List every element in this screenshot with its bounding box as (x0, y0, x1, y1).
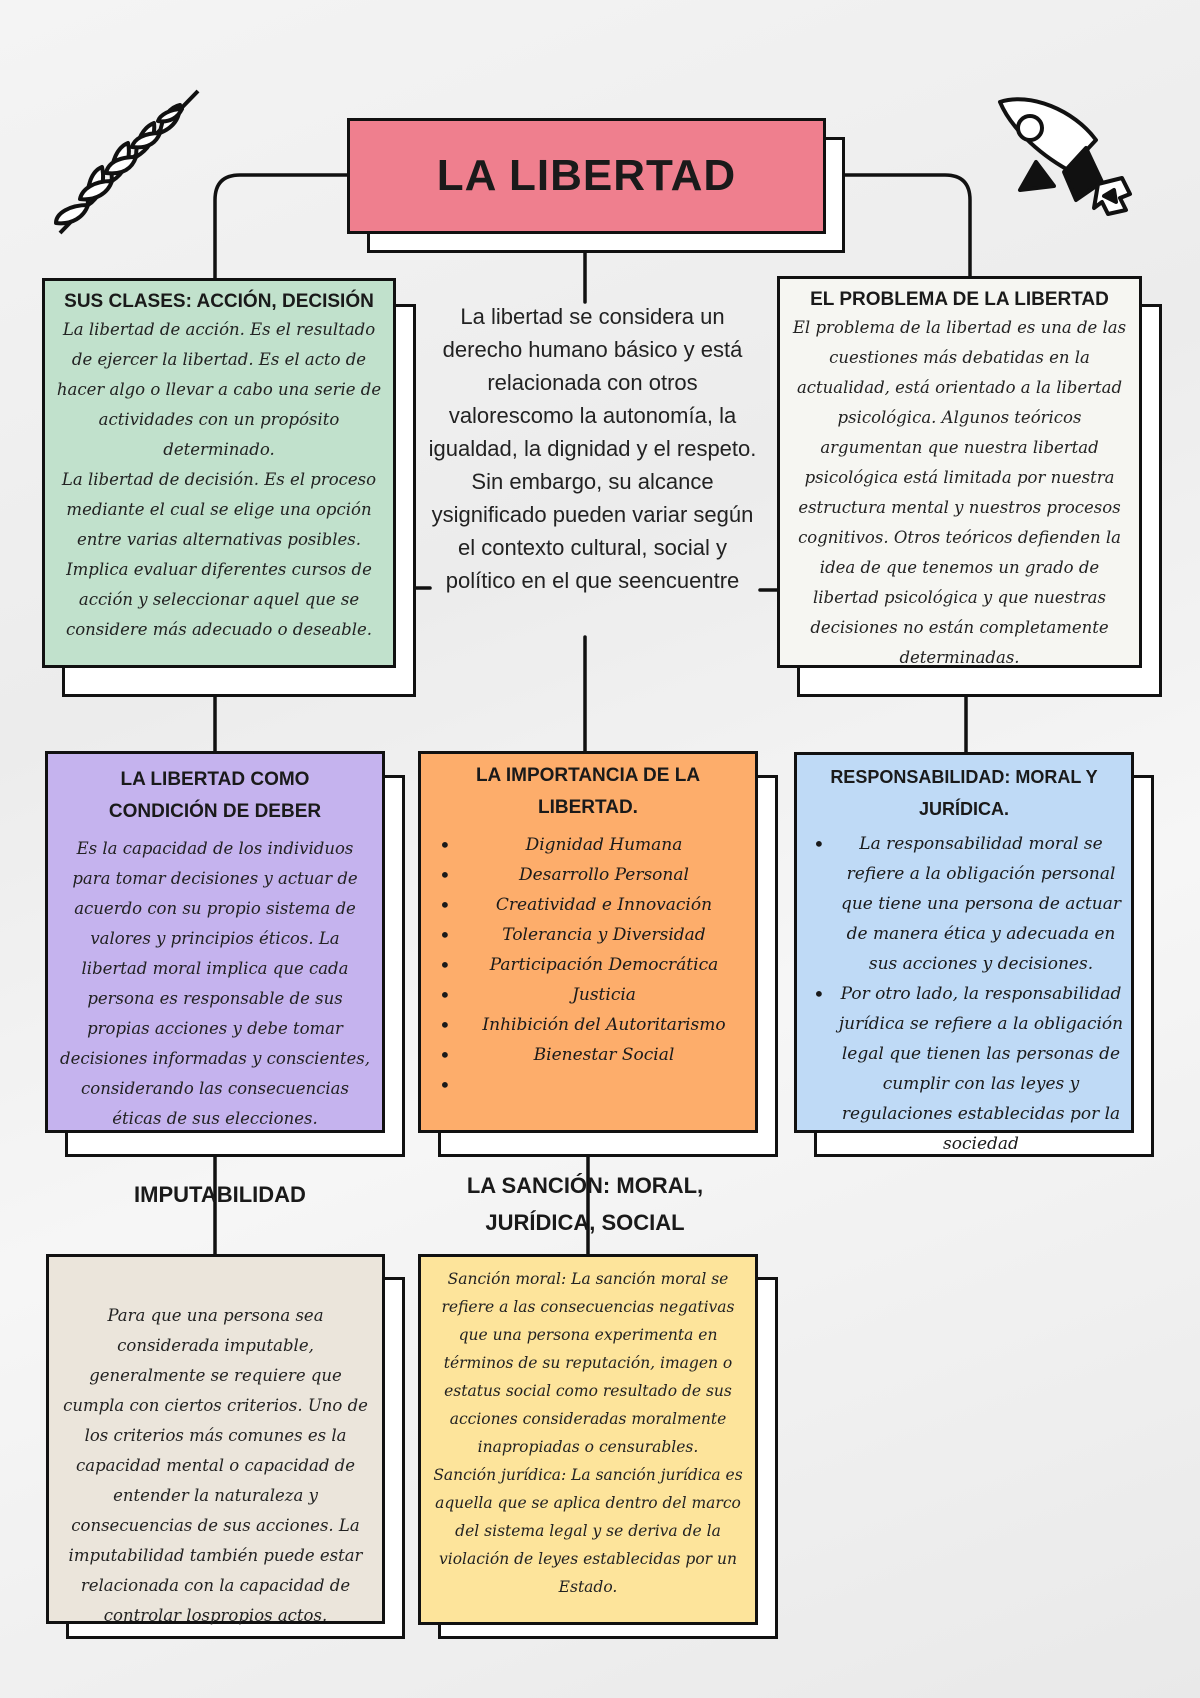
imputabilidad-body: Para que una persona sea considerada imp… (63, 1306, 368, 1625)
title-box: LA LIBERTAD (347, 118, 826, 234)
problema-body: El problema de la libertad es una de las… (792, 318, 1127, 667)
list-item: Bienestar Social (439, 1040, 745, 1070)
list-item: Creatividad e Innovación (439, 890, 745, 920)
sancion-card: Sanción moral: La sanción moral se refie… (418, 1254, 758, 1625)
list-item: Justicia (439, 980, 745, 1010)
intro-paragraph: La libertad se considera un derecho huma… (428, 304, 757, 593)
problema-card: EL PROBLEMA DE LA LIBERTAD El problema d… (777, 276, 1142, 668)
importancia-card: LA IMPORTANCIA DE LA LIBERTAD. Dignidad … (418, 751, 758, 1133)
intro-text: La libertad se considera un derecho huma… (425, 300, 760, 597)
clases-title: SUS CLASES: ACCIÓN, DECISIÓN (64, 291, 374, 312)
clases-card: SUS CLASES: ACCIÓN, DECISIÓN La libertad… (42, 278, 396, 668)
list-item: Inhibición del Autoritarismo (439, 1010, 745, 1040)
imputabilidad-heading: IMPUTABILIDAD (134, 1182, 306, 1207)
deber-body: Es la capacidad de los individuos para t… (60, 839, 370, 1128)
sancion-moral: Sanción moral: La sanción moral se refie… (441, 1270, 735, 1456)
list-item: Tolerancia y Diversidad (439, 920, 745, 950)
list-item: Por otro lado, la responsabilidad jurídi… (813, 979, 1125, 1159)
imputabilidad-label: IMPUTABILIDAD (105, 1176, 335, 1213)
deber-title: LA LIBERTAD COMO CONDICIÓN DE DEBER (108, 769, 322, 822)
list-item: La responsabilidad moral se refiere a la… (813, 829, 1125, 979)
sancion-label: LA SANCIÓN: MORAL, JURÍDICA, SOCIAL (430, 1167, 740, 1241)
sancion-heading-line1: LA SANCIÓN: MORAL, (466, 1173, 704, 1198)
leaf-branch-icon (54, 89, 200, 235)
list-item: Desarrollo Personal (439, 860, 745, 890)
rocket-icon (998, 97, 1132, 216)
sancion-heading-line2: JURÍDICA, SOCIAL (485, 1210, 685, 1235)
importancia-title: LA IMPORTANCIA DE LA LIBERTAD. (475, 765, 701, 818)
deber-card: LA LIBERTAD COMO CONDICIÓN DE DEBER Es l… (45, 751, 385, 1133)
clases-accion: La libertad de acción. Es el resultado d… (56, 320, 382, 459)
list-item: Participación Democrática (439, 950, 745, 980)
importancia-list: Dignidad Humana Desarrollo Personal Crea… (431, 830, 745, 1100)
problema-title: EL PROBLEMA DE LA LIBERTAD (810, 289, 1109, 310)
responsabilidad-title: RESPONSABILIDAD: MORAL Y JURÍDICA. (830, 767, 1098, 819)
responsabilidad-card: RESPONSABILIDAD: MORAL Y JURÍDICA. La re… (794, 752, 1134, 1154)
list-item: Dignidad Humana (439, 830, 745, 860)
sancion-juridica: Sanción jurídica: La sanción jurídica es… (433, 1466, 743, 1596)
clases-decision: La libertad de decisión. Es el proceso m… (61, 470, 377, 639)
page-title: LA LIBERTAD (436, 151, 737, 200)
imputabilidad-card: Para que una persona sea considerada imp… (46, 1254, 385, 1625)
responsabilidad-list: La responsabilidad moral se refiere a la… (803, 829, 1125, 1159)
